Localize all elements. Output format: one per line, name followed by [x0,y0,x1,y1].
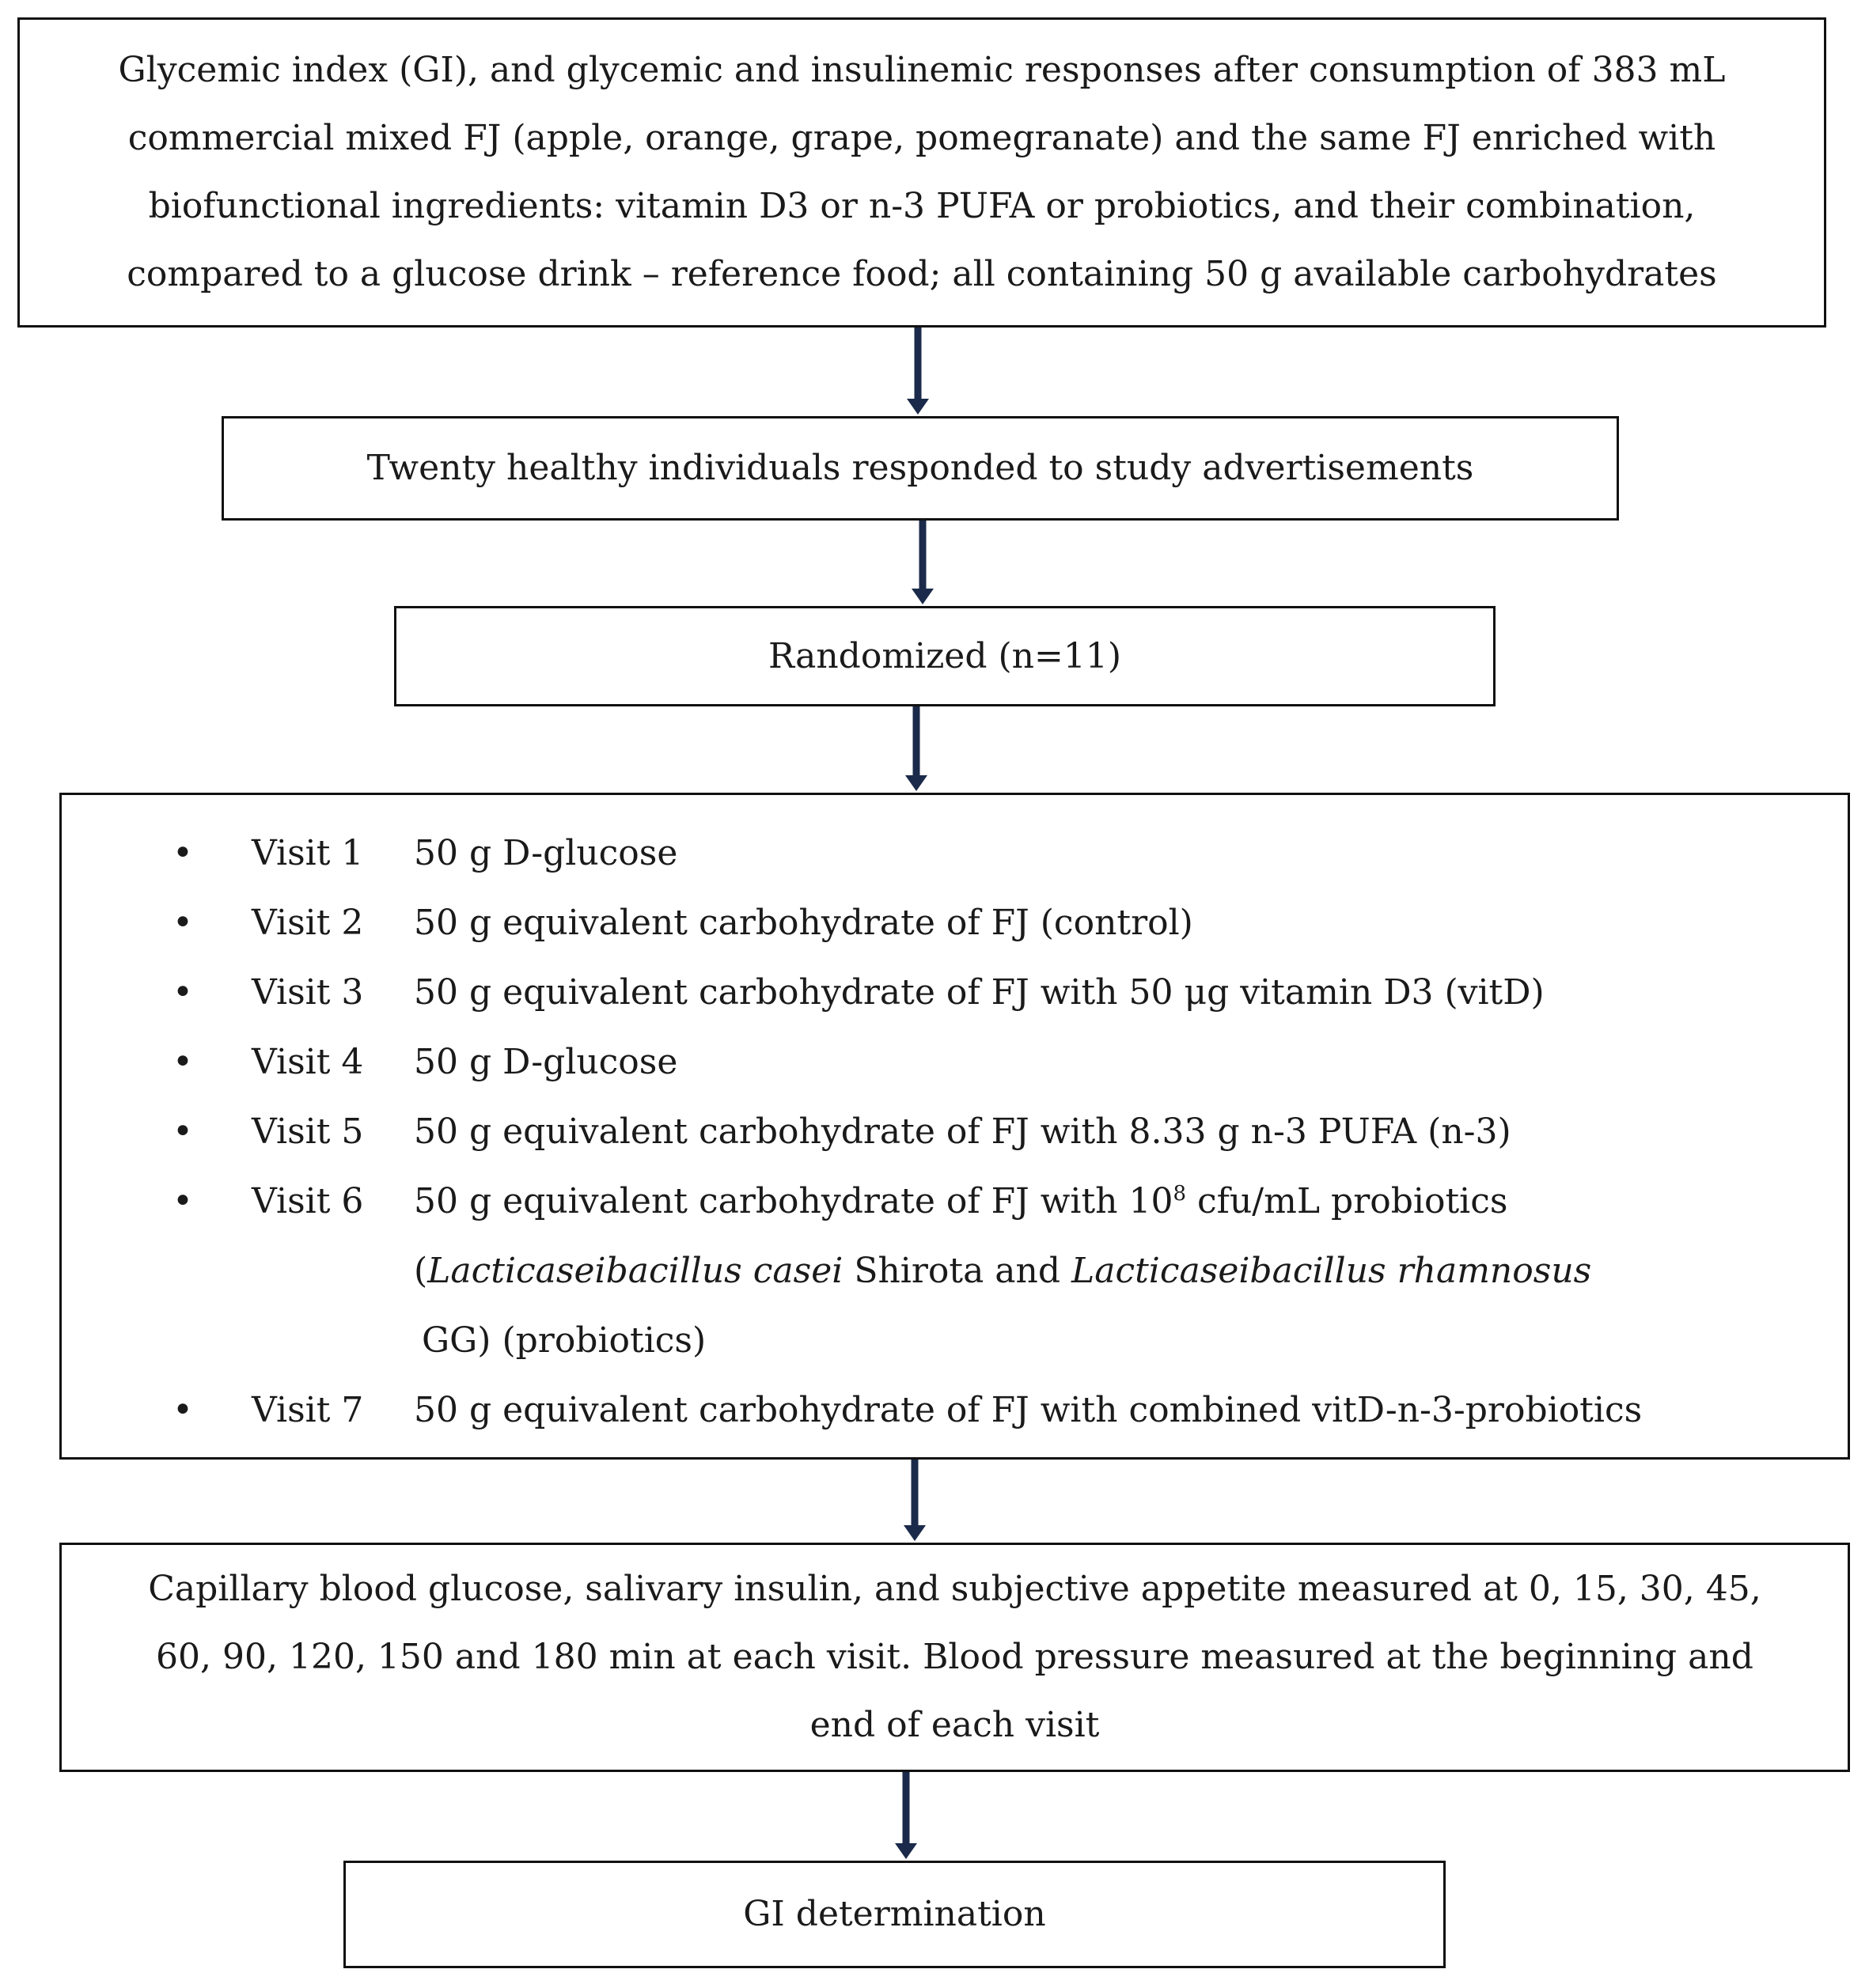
bullet-icon: • [172,903,193,943]
visit-description: 50 g equivalent carbohydrate of FJ (cont… [414,903,1193,943]
study-objective-text: Glycemic index (GI), and glycemic and in… [119,36,1726,309]
visit-description: 50 g equivalent carbohydrate of FJ with … [414,1390,1643,1430]
species-connector: Shirota and [843,1251,1072,1291]
visit-item: • Visit 1 50 g D-glucose [62,819,1848,888]
species-casei: Lacticaseibacillus casei [427,1251,844,1291]
visit-description: 50 g equivalent carbohydrate of FJ with … [414,1167,1507,1236]
randomized-box: Randomized (n=11) [394,606,1496,706]
visit-item: • Visit 3 50 g equivalent carbohydrate o… [62,958,1848,1028]
visit-label: Visit 2 [252,903,364,943]
flow-arrow-3 [905,706,927,791]
gi-determination-box: GI determination [343,1861,1446,1968]
objective-line-4: compared to a glucose drink – reference … [127,254,1717,294]
visit-description: 50 g equivalent carbohydrate of FJ with … [414,1111,1511,1152]
measurements-box: Capillary blood glucose, salivary insuli… [59,1543,1850,1772]
visits-list: • Visit 1 50 g D-glucose • Visit 2 50 g … [62,819,1848,1445]
measurements-text: Capillary blood glucose, salivary insuli… [148,1555,1761,1759]
flow-arrow-5 [895,1772,917,1859]
objective-line-2: commercial mixed FJ (apple, orange, grap… [127,118,1716,158]
visits-box: • Visit 1 50 g D-glucose • Visit 2 50 g … [59,793,1850,1460]
visit-label: Visit 4 [252,1042,364,1082]
bullet-icon: • [172,1111,193,1152]
visit-description: 50 g D-glucose [414,833,678,873]
recruitment-box: Twenty healthy individuals responded to … [222,416,1619,521]
visit-label: Visit 5 [252,1111,364,1152]
recruitment-text: Twenty healthy individuals responded to … [366,448,1474,488]
visit-item: • Visit 2 50 g equivalent carbohydrate o… [62,888,1848,958]
flow-arrow-4 [904,1460,926,1541]
objective-line-1: Glycemic index (GI), and glycemic and in… [118,50,1726,90]
bullet-icon: • [172,1042,193,1082]
bullet-icon: • [172,1390,193,1430]
visit-item: • Visit 4 50 g D-glucose [62,1028,1848,1097]
measurements-line-2: 60, 90, 120, 150 and 180 min at each vis… [156,1637,1753,1677]
gi-determination-text: GI determination [743,1894,1046,1934]
visit-label: Visit 6 [252,1181,364,1221]
visit-label: Visit 1 [252,833,364,873]
visit6-exponent: 8 [1173,1182,1187,1206]
open-paren: ( [414,1251,428,1291]
visit-item: • Visit 7 50 g equivalent carbohydrate o… [62,1376,1848,1445]
visit-item: • Visit 6 50 g equivalent carbohydrate o… [62,1167,1848,1376]
visit-label: Visit 7 [252,1390,364,1430]
bullet-icon: • [172,972,193,1013]
randomized-text: Randomized (n=11) [768,635,1122,676]
flow-arrow-2 [912,521,934,604]
visit-label: Visit 3 [252,972,364,1013]
bullet-icon: • [172,833,193,873]
flow-arrow-1 [907,328,929,415]
visit6-desc-pre: 50 g equivalent carbohydrate of FJ with … [414,1181,1173,1221]
objective-line-3: biofunctional ingredients: vitamin D3 or… [148,186,1696,226]
visit6-continuation-2: GG) (probiotics) [422,1320,707,1361]
bullet-icon: • [172,1181,193,1221]
visit-item: • Visit 5 50 g equivalent carbohydrate o… [62,1097,1848,1167]
visit-description: 50 g equivalent carbohydrate of FJ with … [414,972,1545,1013]
measurements-line-3: end of each visit [809,1705,1100,1745]
measurements-line-1: Capillary blood glucose, salivary insuli… [148,1569,1761,1609]
visit6-desc-post: cfu/mL probiotics [1186,1181,1508,1221]
visit-description: 50 g D-glucose [414,1042,678,1082]
visit6-continuation-1: (Lacticaseibacillus casei Shirota and La… [414,1236,1591,1306]
species-rhamnosus: Lacticaseibacillus rhamnosus [1071,1251,1592,1291]
study-objective-box: Glycemic index (GI), and glycemic and in… [17,17,1826,328]
